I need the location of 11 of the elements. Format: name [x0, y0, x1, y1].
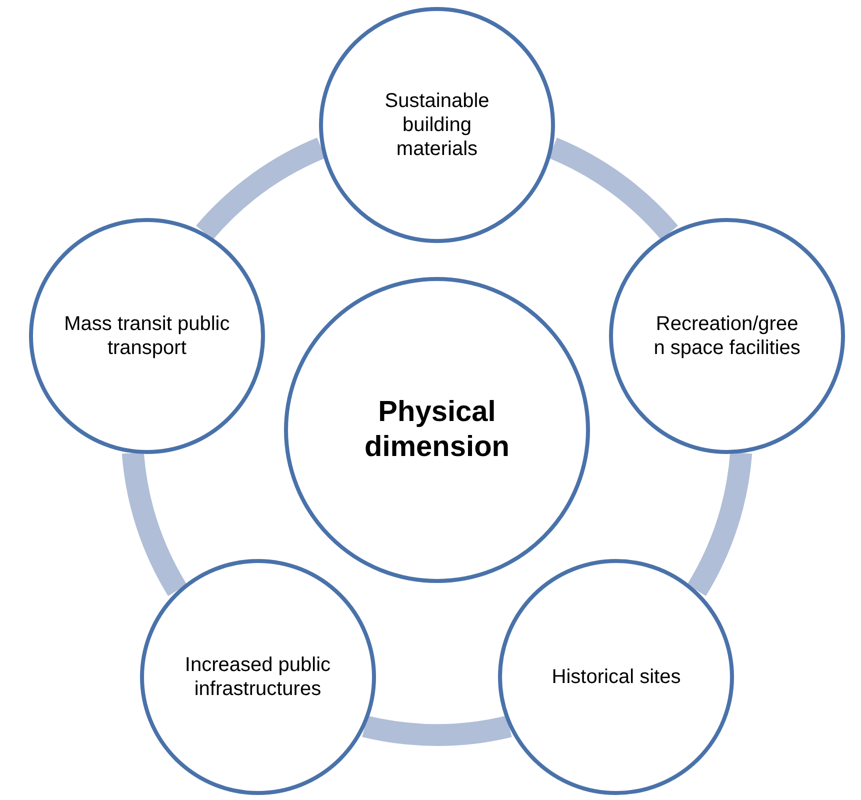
ring-connector	[122, 451, 188, 596]
ring-connector	[548, 138, 678, 240]
node-label: Mass transit public transport	[63, 312, 231, 360]
ring-connector	[362, 716, 512, 746]
node-label: Sustainable building materials	[384, 89, 490, 161]
node-label: Historical sites	[552, 664, 681, 689]
ring-connector	[686, 451, 752, 596]
node-label: Increased public infrastructures	[184, 652, 332, 701]
node-label: Recreation/green space facilities	[653, 312, 802, 360]
ring-connector	[196, 138, 326, 240]
node-label: Physical dimension	[363, 395, 510, 465]
